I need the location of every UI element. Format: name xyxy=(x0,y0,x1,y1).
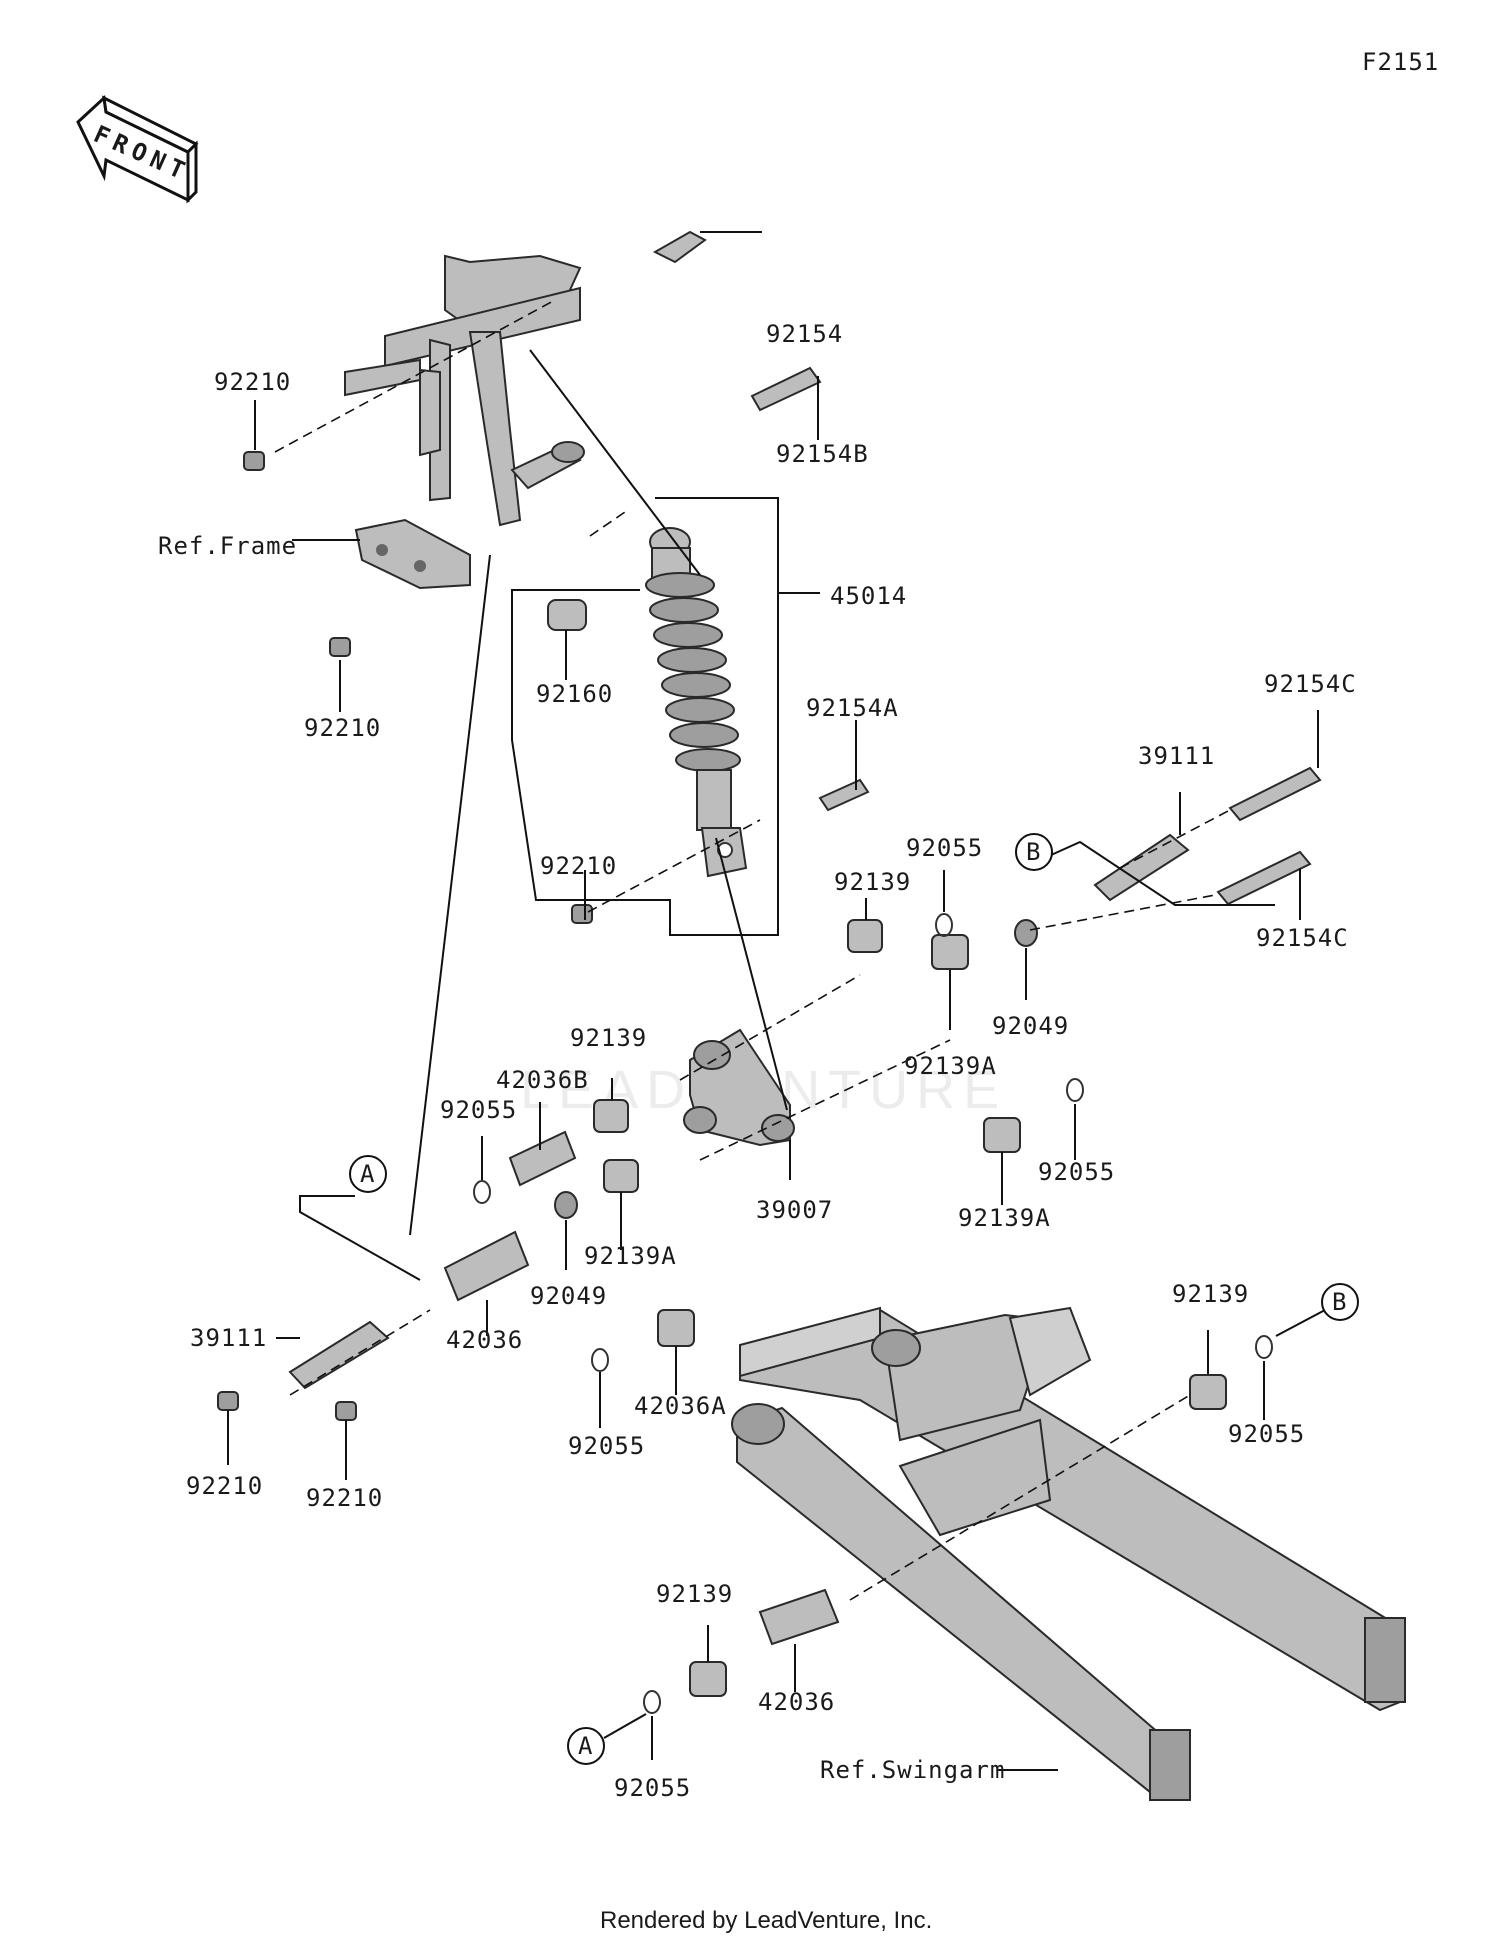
bolt-92154c-bottom-part xyxy=(1216,850,1312,906)
shock-absorber-part xyxy=(645,527,748,878)
collar-92139a-a-part xyxy=(931,934,969,970)
nut-92210-mid-part xyxy=(329,637,351,657)
bushing-92160-part xyxy=(547,599,587,631)
callout-b-bottom: B xyxy=(1321,1283,1359,1321)
label-92139a-b: 92139A xyxy=(958,1204,1051,1232)
label-92139-c: 92139 xyxy=(1172,1280,1249,1308)
collar-92139-a-part xyxy=(847,919,883,953)
collar-42036-a-part xyxy=(443,1230,530,1302)
link-39007-part xyxy=(683,1028,795,1147)
collar-42036-b-part xyxy=(758,1588,840,1646)
label-42036a: 42036A xyxy=(634,1392,727,1420)
label-92049-right: 92049 xyxy=(992,1012,1069,1040)
footer-credit: Rendered by LeadVenture, Inc. xyxy=(600,1907,932,1934)
oring-92055-c-part xyxy=(1066,1078,1084,1102)
label-92154: 92154 xyxy=(766,320,843,348)
label-92160: 92160 xyxy=(536,680,613,708)
label-92139a-c: 92139A xyxy=(584,1242,677,1270)
callout-b-top: B xyxy=(1015,833,1053,871)
collar-92139a-c-part xyxy=(983,1117,1021,1153)
nut-92210-shock-part xyxy=(571,904,593,924)
oring-92055-a-part xyxy=(935,913,953,937)
oring-92055-e-part xyxy=(1255,1335,1273,1359)
label-42036-a: 42036 xyxy=(446,1326,523,1354)
plate-39111-left-part xyxy=(288,1320,390,1390)
label-92139-a: 92139 xyxy=(834,868,911,896)
label-92055-c: 92055 xyxy=(1038,1158,1115,1186)
label-45014: 45014 xyxy=(830,582,907,610)
frame-part xyxy=(344,254,585,590)
label-92055-f: 92055 xyxy=(614,1774,691,1802)
bolt-92154b-part xyxy=(750,366,822,412)
label-92139-d: 92139 xyxy=(656,1580,733,1608)
collar-92139-d-part xyxy=(689,1661,727,1697)
bolt-92154a-part xyxy=(818,778,870,812)
label-92210-shock: 92210 xyxy=(540,852,617,880)
label-92210-left2: 92210 xyxy=(306,1484,383,1512)
swingarm-part xyxy=(731,1306,1406,1802)
bolt-92154-part xyxy=(652,230,707,264)
nut-92210-left2-part xyxy=(335,1401,357,1421)
collar-42036a-part xyxy=(657,1309,695,1347)
washer-92049-right-part xyxy=(1014,919,1038,947)
label-92154a: 92154A xyxy=(806,694,899,722)
label-92139-b: 92139 xyxy=(570,1024,647,1052)
svg-text:A: A xyxy=(578,1732,593,1760)
callout-a-bottom: A xyxy=(567,1727,605,1765)
collar-92139a-b-part xyxy=(603,1159,639,1193)
label-92055-b: 92055 xyxy=(440,1096,517,1124)
nut-92210-left1-part xyxy=(217,1391,239,1411)
label-42036b: 42036B xyxy=(496,1066,589,1094)
label-92055-a: 92055 xyxy=(906,834,983,862)
front-arrow-icon: FRONT xyxy=(76,94,199,204)
assembly-lines xyxy=(274,299,1231,1601)
label-92139a-a: 92139A xyxy=(904,1052,997,1080)
label-92154c-bottom: 92154C xyxy=(1256,924,1349,952)
callout-a-top: A xyxy=(349,1155,387,1193)
label-92154c-top: 92154C xyxy=(1264,670,1357,698)
oring-92055-d-part xyxy=(591,1348,609,1372)
label-92055-e: 92055 xyxy=(1228,1420,1305,1448)
label-92055-d: 92055 xyxy=(568,1432,645,1460)
oring-92055-b-part xyxy=(473,1180,491,1204)
label-92210-left1: 92210 xyxy=(186,1472,263,1500)
label-92154b: 92154B xyxy=(776,440,869,468)
label-39007: 39007 xyxy=(756,1196,833,1224)
label-39111-left: 39111 xyxy=(190,1324,267,1352)
diagram-id: F2151 xyxy=(1362,48,1439,76)
collar-92139-b-part xyxy=(593,1099,629,1133)
oring-92055-f-part xyxy=(643,1690,661,1714)
collar-92139-c-part xyxy=(1189,1374,1227,1410)
washer-92049-left-part xyxy=(554,1191,578,1219)
svg-text:B: B xyxy=(1026,838,1041,866)
ref-swingarm: Ref.Swingarm xyxy=(820,1756,1005,1784)
collar-42036b-part xyxy=(508,1130,577,1187)
label-39111-right: 39111 xyxy=(1138,742,1215,770)
plate-39111-right-part xyxy=(1093,833,1190,902)
label-92210-top: 92210 xyxy=(214,368,291,396)
svg-text:B: B xyxy=(1332,1288,1347,1316)
leader-lines xyxy=(227,231,1326,1771)
ref-frame: Ref.Frame xyxy=(158,532,297,560)
label-92210-mid: 92210 xyxy=(304,714,381,742)
shock-spring xyxy=(645,572,741,772)
nut-92210-top-part xyxy=(243,451,265,471)
label-92049-left: 92049 xyxy=(530,1282,607,1310)
bolt-92154c-top-part xyxy=(1228,766,1322,822)
label-42036-b: 42036 xyxy=(758,1688,835,1716)
svg-text:A: A xyxy=(360,1160,375,1188)
